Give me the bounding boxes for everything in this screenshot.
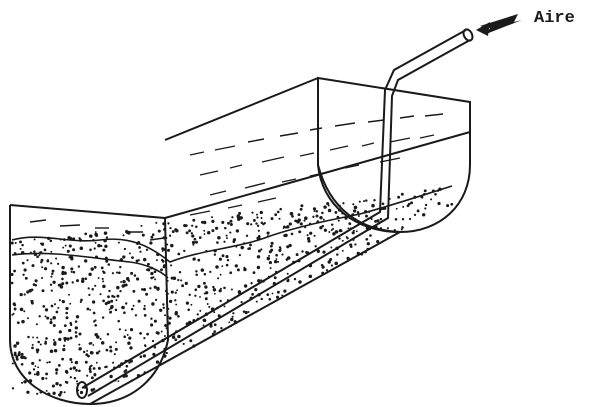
air-pipe xyxy=(77,28,474,398)
air-arrow-icon xyxy=(476,14,522,36)
air-label: Aire xyxy=(534,9,575,28)
